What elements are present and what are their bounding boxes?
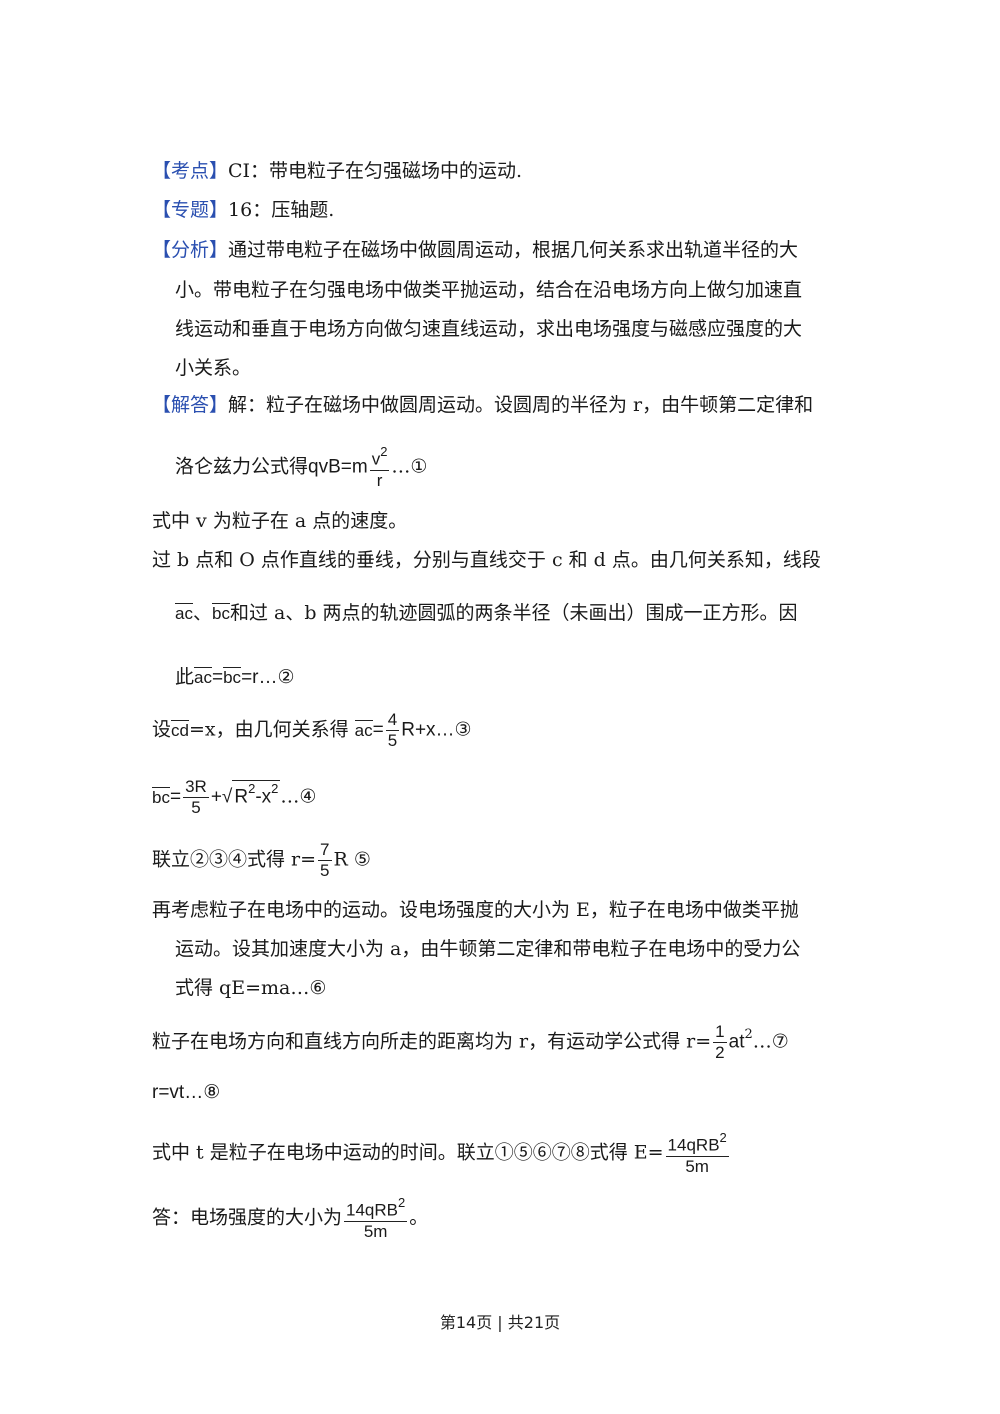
text-segment: 和过 a、b 两点的轨迹圆弧的两条半径（未画出）围成一正方形。因	[229, 602, 798, 624]
jieda-line-14: r=vt…⑧	[152, 1082, 221, 1103]
jieda-line-5: ac、bc和过 a、b 两点的轨迹圆弧的两条半径（未画出）围成一正方形。因	[175, 600, 798, 626]
eq5-num: 7	[318, 840, 332, 861]
text-segment: 答：电场强度的大小为	[152, 1206, 343, 1229]
eq1-lhs: qvB=m	[308, 456, 368, 478]
jieda-label: 【解答】	[152, 394, 229, 416]
text-segment: 联立②③④式得 r=	[152, 848, 317, 871]
text-segment: 式中 t 是粒子在电场中运动的时间。联立①⑤⑥⑦⑧式得 E=	[152, 1141, 664, 1164]
jieda-line-1: 【解答】解：粒子在磁场中做圆周运动。设圆周的半径为 r，由牛顿第二定律和	[152, 392, 813, 418]
zhuanti-text: 16：压轴题.	[228, 199, 335, 221]
eq1-den: r	[376, 470, 383, 490]
eqE-den: 5m	[685, 1156, 709, 1176]
eq5-den: 5	[320, 861, 330, 880]
segment-bc: bc	[152, 786, 170, 807]
eq7-tag: …⑦	[752, 1030, 789, 1053]
eq3-num: 4	[385, 710, 400, 731]
jieda-line-3: 式中 v 为粒子在 a 点的速度。	[152, 510, 408, 532]
jieda-line-4: 过 b 点和 O 点作直线的垂线，分别与直线交于 c 和 d 点。由几何关系知，…	[152, 549, 821, 571]
jieda-line-12: 式得 qE=ma…⑥	[175, 977, 327, 999]
segment-bc: bc	[223, 667, 242, 687]
text-segment: 2	[744, 1027, 753, 1043]
text-segment: 洛仑兹力公式得	[175, 455, 309, 478]
eq4-tag: …④	[280, 785, 317, 808]
eq7-den: 2	[715, 1043, 725, 1062]
text-segment: R	[234, 786, 249, 808]
fenxi-text-1: 通过带电粒子在磁场中做圆周运动，根据几何关系求出轨道半径的大	[228, 239, 799, 261]
eq1-tag: …①	[391, 455, 428, 478]
text-segment: 2	[271, 781, 279, 797]
segment-ac: ac	[175, 603, 193, 623]
fenxi-line-4: 小关系。	[175, 357, 252, 379]
jieda-text-1: 解：粒子在磁场中做圆周运动。设圆周的半径为 r，由牛顿第二定律和	[228, 394, 814, 416]
answer-fraction: 14qRB2 5m	[344, 1195, 408, 1242]
kaodian-label: 【考点】	[152, 160, 229, 182]
eq3-post: R+x…③	[401, 719, 472, 741]
text-segment: at	[728, 1031, 745, 1053]
jieda-line-15: 式中 t 是粒子在电场中运动的时间。联立①⑤⑥⑦⑧式得 E=14qRB2 5m	[152, 1130, 731, 1177]
text-segment: =	[211, 667, 224, 688]
segment-cd: cd	[171, 719, 189, 740]
text-segment: 粒子在电场方向和直线方向所走的距离均为 r，有运动学公式得 r=	[152, 1030, 712, 1053]
eq4-den: 5	[191, 798, 201, 817]
eq7-num: 1	[713, 1022, 727, 1043]
text-segment: =	[372, 719, 384, 741]
text-segment: 2	[248, 781, 256, 797]
eq5-post: R ⑤	[333, 848, 371, 871]
eq1-fraction: v2 r	[369, 444, 390, 491]
zhuanti-label: 【专题】	[152, 199, 229, 221]
eq1-num: v	[371, 449, 381, 469]
kaodian-text: CI：带电粒子在匀强磁场中的运动.	[228, 160, 523, 182]
jieda-line-10: 再考虑粒子在电场中的运动。设电场强度的大小为 E，粒子在电场中做类平抛	[152, 899, 799, 921]
sqrt-expression: √R2-x2	[221, 780, 281, 808]
text-segment: -x	[255, 786, 272, 808]
eq3-den: 5	[387, 731, 398, 750]
segment-ac: ac	[354, 719, 373, 740]
text-segment: 设	[152, 718, 172, 741]
fenxi-line-3: 线运动和垂直于电场方向做匀速直线运动，求出电场强度与磁感应强度的大	[175, 318, 803, 340]
jieda-line-11: 运动。设其加速度大小为 a，由牛顿第二定律和带电粒子在电场中的受力公	[175, 938, 801, 960]
answer-num: 14qRB	[346, 1200, 398, 1220]
page-footer: 第14页 | 共21页	[439, 1313, 561, 1332]
fenxi-line-2: 小。带电粒子在匀强电场中做类平抛运动，结合在沿电场方向上做匀加速直	[175, 279, 803, 301]
answer-sup: 2	[398, 1195, 406, 1210]
text-segment: =r…②	[241, 667, 295, 688]
eq1-sup: 2	[380, 444, 388, 459]
eqE-sup: 2	[719, 1130, 727, 1145]
zhuanti-line: 【专题】16：压轴题.	[152, 197, 334, 223]
kaodian-line: 【考点】CI：带电粒子在匀强磁场中的运动.	[152, 158, 522, 184]
text-segment: =	[169, 786, 182, 808]
text-segment: 、	[192, 602, 212, 624]
eqE-fraction: 14qRB2 5m	[665, 1130, 729, 1177]
eq4-num: 3R	[183, 777, 209, 798]
eqE-num: 14qRB	[667, 1135, 720, 1155]
fenxi-label: 【分析】	[152, 239, 229, 261]
segment-ac: ac	[194, 667, 212, 687]
fenxi-line-1: 【分析】通过带电粒子在磁场中做圆周运动，根据几何关系求出轨道半径的大	[152, 237, 798, 263]
text-segment: =x，由几何关系得	[188, 718, 355, 741]
text-segment: 。	[409, 1206, 429, 1229]
text-segment: 此	[175, 666, 195, 688]
segment-bc: bc	[211, 603, 230, 623]
text-segment: +	[210, 786, 222, 808]
jieda-line-6: 此ac=bc=r…②	[175, 664, 295, 691]
answer-den: 5m	[363, 1221, 388, 1241]
